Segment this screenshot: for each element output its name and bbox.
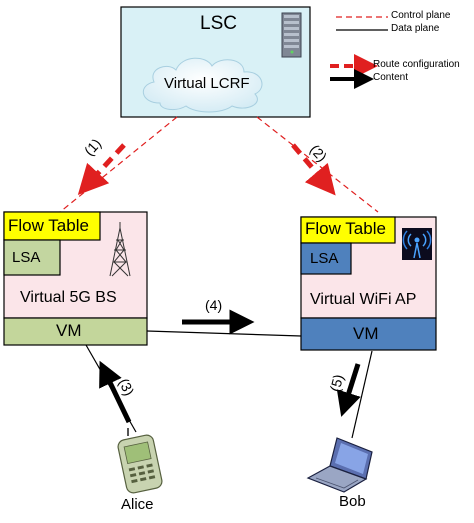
right-flow-table-box [300,216,396,244]
control-line-right [256,116,379,213]
right-flow-table-label: Flow Table [305,219,386,238]
legend-control-plane-label: Control plane [391,10,451,21]
left-vm-label: VM [56,321,82,340]
bob-label: Bob [339,493,366,510]
cloud-label: Virtual LCRF [164,75,250,92]
right-lsa-box [300,242,352,275]
step-5-label: (5) [326,372,347,394]
left-flow-table-box [3,211,101,241]
cell-tower-icon [109,222,131,277]
server-rack-icon [281,12,302,58]
mobile-phone-icon [117,428,163,494]
cloud-shape [143,57,263,113]
legend-route-configuration-label: Route configuration [373,59,460,70]
left-lsa-box [3,239,61,276]
right-node-name: Virtual WiFi AP [310,291,417,308]
wifi-antenna-icon [402,228,432,260]
content-arrow-3 [99,360,132,424]
legend-data-plane-label: Data plane [391,23,440,34]
data-line-bob [351,350,373,439]
left-vm-box [3,317,148,346]
left-lsa-label: LSA [12,249,41,266]
route-arrow-2 [291,143,336,196]
content-arrow-5 [336,363,361,417]
left-flow-table-label: Flow Table [8,216,89,235]
lsc-title: LSC [200,13,237,34]
control-line-left [59,116,178,213]
route-arrow-1 [77,143,126,196]
left-node-name: Virtual 5G BS [20,289,117,306]
right-lsa-label: LSA [310,250,339,267]
alice-label: Alice [121,496,154,513]
step-4-label: (4) [205,297,223,313]
laptop-icon [306,437,373,493]
legend-content-label: Content [373,72,409,83]
right-vm-box [300,317,437,351]
data-line-vm-vm [146,330,302,337]
right-vm-label: VM [353,324,379,343]
